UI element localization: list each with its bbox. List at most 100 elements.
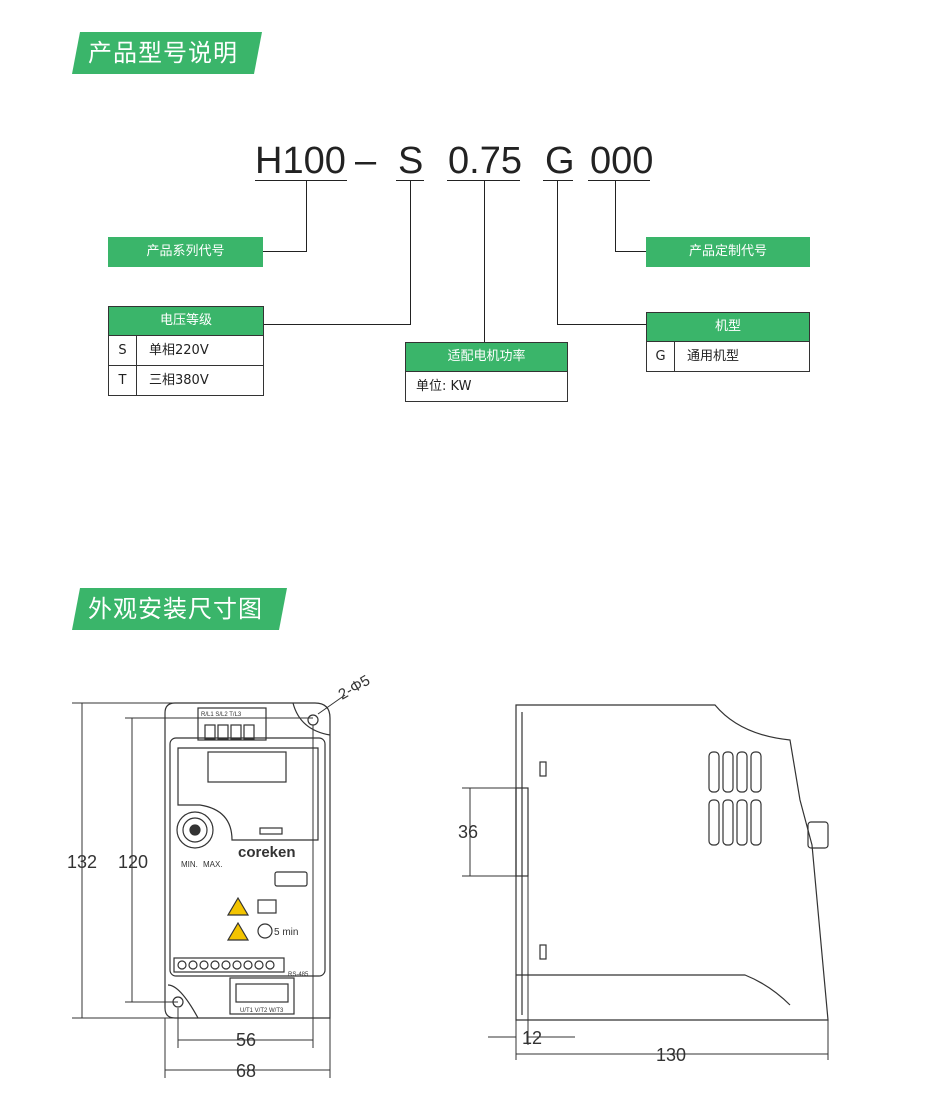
bottom-terminal-block: [229, 977, 295, 1015]
terminal: [232, 960, 242, 970]
terminal: [221, 960, 231, 970]
warning-icon: [226, 896, 250, 916]
code-series: H100: [255, 140, 346, 182]
vent: [722, 751, 734, 793]
type-code-g: G: [647, 342, 675, 371]
bottom-terminal-label: U/T1 V/T2 W/T3: [240, 1008, 284, 1014]
warning-time: 5 min: [274, 927, 298, 938]
dim-total-height: 132: [67, 852, 97, 872]
voltage-code-t: T: [109, 366, 137, 395]
terminal: [177, 960, 187, 970]
bottom-terminal-window: [235, 983, 289, 1003]
front-outline: [164, 702, 331, 1019]
vent: [708, 751, 720, 793]
code-type: G: [545, 140, 575, 182]
table-row: T 三相380V: [109, 365, 263, 395]
vent: [750, 799, 762, 846]
control-terminal-block: [173, 957, 285, 973]
warning-icon: [226, 921, 250, 941]
side-outline: [515, 704, 829, 1021]
connector-type: [557, 180, 558, 325]
vent: [708, 799, 720, 846]
connector-type-h: [557, 324, 647, 325]
terminal: [188, 960, 198, 970]
connector-series: [306, 180, 307, 251]
type-desc-g: 通用机型: [687, 349, 740, 364]
section-title-model: 产品型号说明: [72, 32, 262, 74]
power-table: 适配电机功率 单位: KW: [405, 342, 568, 402]
vent-slot: [539, 944, 547, 960]
front-panel: [169, 737, 326, 977]
power-header: 适配电机功率: [406, 343, 567, 371]
terminal: [210, 960, 220, 970]
knob-outer: [176, 811, 214, 849]
vent: [736, 751, 748, 793]
mount-hole: [307, 714, 319, 726]
vent: [736, 799, 748, 846]
side-knob: [807, 821, 829, 849]
terminal: [243, 960, 253, 970]
side-view: [515, 704, 829, 1021]
terminal: [199, 960, 209, 970]
table-row: S 单相220V: [109, 335, 263, 365]
small-button: [274, 871, 308, 887]
series-label: 产品系列代号: [108, 237, 263, 267]
connector-power: [484, 180, 485, 342]
vent: [750, 751, 762, 793]
connector-series-h: [263, 251, 307, 252]
display-window: [207, 751, 287, 783]
custom-label: 产品定制代号: [646, 237, 810, 267]
top-terminal-label: R/L1 S/L2 T/L3: [201, 712, 242, 718]
code-voltage: S: [398, 140, 424, 182]
hole-label: 2-Φ5: [336, 672, 374, 704]
code-power: 0.75: [448, 140, 522, 182]
terminal: [265, 960, 275, 970]
connector-custom: [615, 180, 616, 252]
display-frame: [177, 747, 319, 841]
table-row: 单位: KW: [406, 371, 567, 401]
knob-min-label: MIN.: [181, 860, 198, 869]
dim-total-depth: 130: [656, 1045, 686, 1065]
dim-rail-height: 36: [458, 822, 478, 842]
section-title-dimensions: 外观安装尺寸图: [72, 588, 287, 630]
type-header: 机型: [647, 313, 809, 341]
voltage-desc-s: 单相220V: [149, 343, 209, 358]
underline-custom: [588, 180, 650, 181]
voltage-header: 电压等级: [109, 307, 263, 335]
type-table: 机型 G 通用机型: [646, 312, 810, 372]
underline-type: [543, 180, 573, 181]
knob-inner: [182, 817, 208, 843]
leader-line: [317, 694, 346, 715]
table-row: G 通用机型: [647, 341, 809, 371]
terminal: [204, 724, 216, 740]
terminal: [254, 960, 264, 970]
voltage-table: 电压等级 S 单相220V T 三相380V: [108, 306, 264, 396]
voltage-code-s: S: [109, 336, 137, 365]
knob-center: [189, 824, 201, 836]
connector-custom-h: [615, 251, 647, 252]
rs485-label: RS-485: [288, 972, 309, 978]
slot: [259, 827, 283, 835]
underline-series: [255, 180, 347, 181]
side-bottom-line: [516, 974, 791, 1006]
vent: [722, 799, 734, 846]
dim-rail-depth: 12: [522, 1028, 542, 1048]
dim-total-width: 68: [236, 1061, 256, 1081]
power-unit: 单位: KW: [416, 379, 472, 394]
hole-arc: [167, 984, 199, 1019]
front-dimensions: [72, 694, 346, 1078]
top-terminal-block: [197, 707, 267, 741]
manual-icon: [257, 899, 277, 914]
code-dash: –: [355, 140, 377, 182]
voltage-desc-t: 三相380V: [149, 373, 209, 388]
terminal: [230, 724, 242, 740]
knob-max-label: MAX.: [203, 860, 223, 869]
connector-voltage: [410, 180, 411, 325]
dim-mount-height: 120: [118, 852, 148, 872]
connector-voltage-h: [263, 324, 411, 325]
rail-clip: [515, 787, 529, 877]
side-dimensions: [462, 787, 829, 1060]
dim-mount-width: 56: [236, 1030, 256, 1050]
timer-icon: [257, 923, 273, 939]
